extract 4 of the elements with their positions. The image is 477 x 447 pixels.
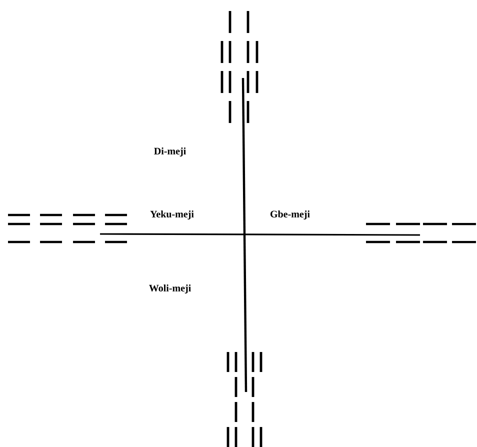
figure-label: Di-meji bbox=[154, 147, 186, 157]
figure-label: Woli-meji bbox=[149, 284, 191, 294]
figure-label: Gbe-meji bbox=[270, 210, 310, 220]
figure-label: Yeku-meji bbox=[150, 210, 194, 220]
